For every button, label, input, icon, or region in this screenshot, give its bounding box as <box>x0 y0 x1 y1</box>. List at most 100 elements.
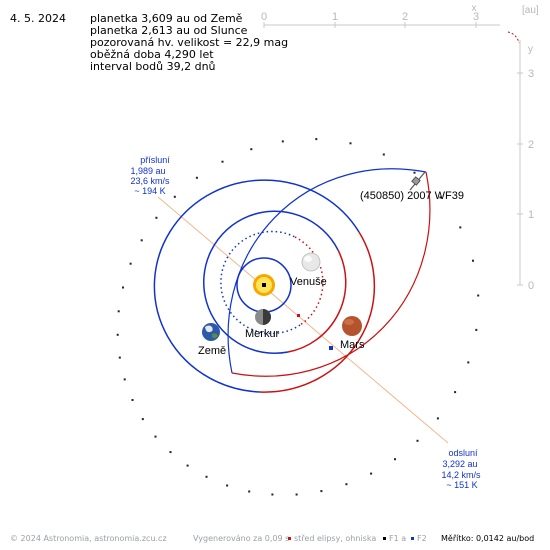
date-label: 4. 5. 2024 <box>10 12 66 25</box>
mercury-label: Merkur <box>245 328 280 340</box>
orbit-point <box>416 439 419 442</box>
earth-disk <box>202 323 220 341</box>
orbit-point <box>186 464 189 467</box>
venus-orbit-red <box>294 236 324 326</box>
orbit-point <box>349 142 352 145</box>
orbit-point <box>173 195 176 198</box>
venus-highlight <box>304 256 312 262</box>
earth-orbit-blue <box>203 210 339 354</box>
orbit-point <box>123 378 126 381</box>
mars-body <box>342 316 362 336</box>
perihelion-annotation: přísluní 1,989 au 23,6 km/s ~ 194 K <box>130 155 170 196</box>
orbit-point <box>439 196 442 199</box>
orbit-point <box>459 226 462 229</box>
footer-copyright: © 2024 Astronomia, astronomia.zcu.cz <box>10 534 167 543</box>
orbit-point <box>281 140 284 143</box>
info-sun-distance: planetka 2,613 au od Slunce <box>90 24 248 37</box>
earth-cloud-1 <box>205 325 213 333</box>
footer-scale: Měřítko: 0,0142 au/bod <box>441 534 535 543</box>
aphelion-distance: 3,292 au <box>442 459 477 469</box>
orbit-point <box>226 484 229 487</box>
orbit-point <box>122 286 124 289</box>
footer-legend-f2: F2 <box>411 534 427 543</box>
x-tick-label-0: 0 <box>261 11 267 23</box>
orbit-point <box>467 361 470 364</box>
legend-f1-text: F1 a <box>389 534 407 543</box>
asteroid-orbit <box>227 31 520 377</box>
asteroid-marker <box>409 171 426 191</box>
ellipse-center-marker <box>297 314 300 317</box>
x-tick-label-1: 1 <box>332 11 338 23</box>
footer-legend-f1: F1 a <box>383 534 406 543</box>
mars-orbit-red <box>259 231 376 393</box>
orbit-point <box>129 262 132 265</box>
legend-f1-swatch <box>383 537 386 540</box>
info-point-interval: interval bodů 39,2 dnů <box>90 60 216 73</box>
orbit-point <box>140 239 143 242</box>
orbit-point <box>315 138 318 141</box>
orbit-point <box>250 148 253 151</box>
legend-center-swatch <box>288 537 291 540</box>
info-magnitude: pozorovaná hv. velikost = 22,9 mag <box>90 36 289 49</box>
venus-body <box>301 252 321 272</box>
perihelion-distance: 1,989 au <box>130 166 165 176</box>
earth-land <box>212 333 218 339</box>
footer-generated: Vygenerováno za 0,09 s <box>193 534 290 543</box>
y-tick-label-2: 2 <box>528 139 534 151</box>
orbit-point <box>295 493 298 496</box>
perihelion-temperature: ~ 194 K <box>134 186 165 196</box>
orbit-point <box>169 451 172 454</box>
x-tick-label-3: 3 <box>473 11 479 23</box>
legend-f2-text: F2 <box>417 534 427 543</box>
aphelion-annotation: odsluní 3,292 au 14,2 km/s ~ 151 K <box>441 448 481 490</box>
orbit-point <box>320 490 323 493</box>
orbit-point <box>475 328 478 331</box>
orbit-point <box>154 435 157 438</box>
orbit-point <box>477 294 480 297</box>
orbit-point <box>382 153 385 156</box>
sun <box>253 274 275 296</box>
mars-highlight <box>344 319 354 325</box>
orbit-point <box>436 417 439 420</box>
orbit-point <box>221 160 224 163</box>
mars-disk <box>342 316 362 336</box>
asteroid-orbit-blue-half <box>227 168 427 374</box>
orbit-point-markers <box>116 138 480 496</box>
aphelion-speed: 14,2 km/s <box>441 470 481 480</box>
orbit-edge-arc <box>507 31 520 44</box>
venus-disk <box>301 252 321 272</box>
aphelion-temperature: ~ 151 K <box>446 480 477 490</box>
orbit-point <box>116 333 119 336</box>
orbit-point <box>155 216 158 219</box>
orbit-point <box>117 310 120 313</box>
venus-orbit-blue <box>220 230 301 335</box>
orbit-point <box>345 483 348 486</box>
earth-body <box>202 323 220 341</box>
y-tick-label-3: 3 <box>528 68 534 80</box>
mars-label: Mars <box>340 339 365 351</box>
orbit-point <box>370 472 373 475</box>
apsis-line <box>157 196 449 444</box>
venus-label: Venuše <box>290 276 327 288</box>
y-tick-label-0: 0 <box>528 280 534 292</box>
y-tick-label-1: 1 <box>528 209 534 221</box>
orbit-point <box>195 176 198 179</box>
orbit-point <box>271 493 274 496</box>
asteroid-orbit-red-half <box>231 171 431 377</box>
aphelion-title: odsluní <box>448 448 478 458</box>
legend-f2-swatch <box>411 537 414 540</box>
orbit-point <box>248 490 251 493</box>
earth-label: Země <box>198 345 226 357</box>
asteroid-label: (450850) 2007 WF39 <box>360 190 464 202</box>
x-axis-label: x <box>472 3 477 14</box>
mars-orbit-blue <box>153 179 360 393</box>
mercury-body <box>255 309 271 325</box>
orbit-point <box>394 458 396 461</box>
axes: 0 1 2 3 x 0 1 2 3 y [au] <box>261 3 539 292</box>
legend-center-text: střed elipsy, ohniska <box>294 534 377 543</box>
orbit-point <box>413 171 416 174</box>
footer-legend-center: střed elipsy, ohniska <box>288 534 376 543</box>
info-earth-distance: planetka 3,609 au od Země <box>90 12 243 25</box>
